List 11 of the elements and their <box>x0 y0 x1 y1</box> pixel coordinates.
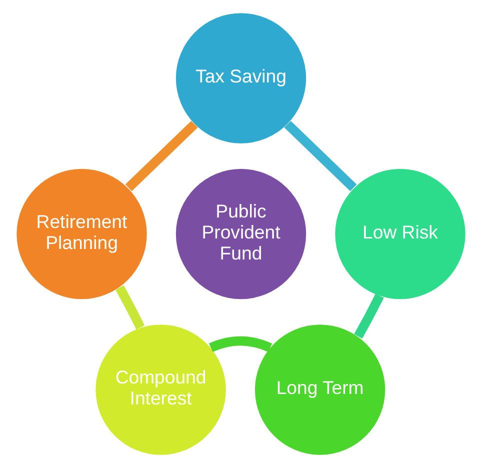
node-circle: Compound Interest <box>96 324 226 455</box>
node-circle: Tax Saving <box>176 13 306 144</box>
connector <box>115 285 145 330</box>
connector <box>354 294 384 339</box>
node-circle: Retirement Planning <box>16 168 147 300</box>
node-circle: Low Risk <box>335 168 466 300</box>
connector <box>209 336 272 352</box>
node-circle: Long Term <box>254 324 386 455</box>
connector <box>284 120 357 192</box>
node-circle: Public Provident Fund <box>176 168 306 300</box>
connector <box>125 120 198 192</box>
